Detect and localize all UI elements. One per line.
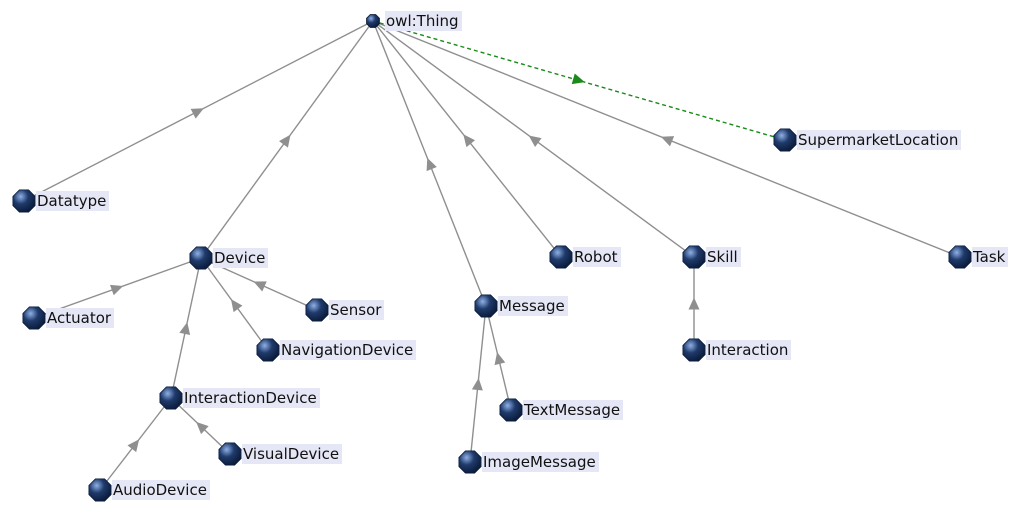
edge-datatype-to-owl_thing (23, 20, 374, 202)
node-label: Actuator (46, 308, 115, 328)
edge-interaction_device-to-device (170, 257, 202, 399)
edge-navigation_device-to-device (200, 257, 269, 351)
node-device[interactable]: Device (188, 245, 269, 271)
node-sensor[interactable]: Sensor (304, 297, 385, 323)
edge-text_message-to-message (485, 305, 512, 411)
edge-arrowhead (426, 157, 437, 172)
node-skill[interactable]: Skill (681, 244, 741, 270)
edge-owl_thing-to-supermarket_location (372, 20, 786, 141)
octagon-class-icon (681, 244, 707, 270)
edge-task-to-owl_thing (372, 20, 961, 258)
octagon-class-icon (772, 127, 798, 153)
node-navigation-device[interactable]: NavigationDevice (255, 337, 417, 363)
edge-arrowhead (190, 108, 204, 119)
node-owl-thing[interactable]: owl:Thing (360, 8, 462, 34)
node-label: owl:Thing (385, 11, 462, 31)
octagon-class-icon (217, 441, 243, 467)
edge-arrowhead (109, 284, 124, 296)
node-image-message[interactable]: ImageMessage (457, 449, 599, 475)
node-audio-device[interactable]: AudioDevice (87, 477, 210, 503)
octagon-class-icon (158, 385, 184, 411)
node-label: Message (498, 296, 568, 316)
octagon-class-icon (498, 397, 524, 423)
edge-audio_device-to-interaction_device (99, 397, 172, 491)
node-text-message[interactable]: TextMessage (498, 397, 624, 423)
edge-arrowhead (196, 421, 209, 435)
node-label: InteractionDevice (183, 388, 320, 408)
node-interaction-device[interactable]: InteractionDevice (158, 385, 320, 411)
edge-arrowhead (279, 134, 291, 148)
edge-device-to-owl_thing (200, 20, 374, 259)
node-label: NavigationDevice (280, 340, 417, 360)
node-label: Device (213, 248, 269, 268)
edge-arrowhead (494, 352, 506, 366)
edge-arrowhead (528, 135, 542, 147)
octagon-class-icon (360, 8, 386, 34)
node-actuator[interactable]: Actuator (21, 305, 115, 331)
node-label: TextMessage (523, 400, 624, 420)
octagon-class-icon (457, 449, 483, 475)
edge-image_message-to-message (469, 305, 487, 463)
octagon-class-icon (947, 244, 973, 270)
node-supermarket-location[interactable]: SupermarketLocation (772, 127, 962, 153)
edge-arrowhead (179, 322, 191, 336)
octagon-class-icon (188, 245, 214, 271)
node-message[interactable]: Message (473, 293, 568, 319)
node-robot[interactable]: Robot (548, 244, 621, 270)
octagon-class-icon (548, 244, 574, 270)
edge-arrowhead (471, 378, 483, 391)
edge-arrowhead (127, 439, 140, 453)
octagon-class-icon (255, 337, 281, 363)
edge-arrowhead (688, 297, 700, 310)
node-label: Skill (706, 247, 741, 267)
octagon-class-icon (304, 297, 330, 323)
edge-message-to-owl_thing (372, 20, 487, 307)
node-task[interactable]: Task (947, 244, 1009, 270)
node-visual-device[interactable]: VisualDevice (217, 441, 343, 467)
node-interaction[interactable]: Interaction (681, 337, 792, 363)
node-label: Interaction (706, 340, 792, 360)
edge-arrowhead (253, 281, 267, 292)
node-datatype[interactable]: Datatype (11, 188, 110, 214)
edge-skill-to-owl_thing (372, 20, 695, 258)
edge-arrowhead (230, 299, 243, 313)
node-label: ImageMessage (482, 452, 599, 472)
node-label: Sensor (329, 300, 385, 320)
octagon-class-icon (681, 337, 707, 363)
edge-arrowhead (571, 73, 585, 85)
node-label: VisualDevice (242, 444, 343, 464)
node-label: Task (972, 247, 1009, 267)
edge-interaction-to-skill (688, 257, 700, 350)
node-label: SupermarketLocation (797, 130, 962, 150)
octagon-class-icon (87, 477, 113, 503)
edge-arrowhead (660, 136, 675, 147)
node-label: Robot (573, 247, 621, 267)
edge-visual_device-to-interaction_device (170, 397, 231, 455)
edge-robot-to-owl_thing (372, 20, 562, 258)
octagon-class-icon (11, 188, 37, 214)
edge-arrowhead (463, 134, 476, 148)
node-label: Datatype (36, 191, 110, 211)
node-label: AudioDevice (112, 480, 210, 500)
octagon-class-icon (21, 305, 47, 331)
octagon-class-icon (473, 293, 499, 319)
